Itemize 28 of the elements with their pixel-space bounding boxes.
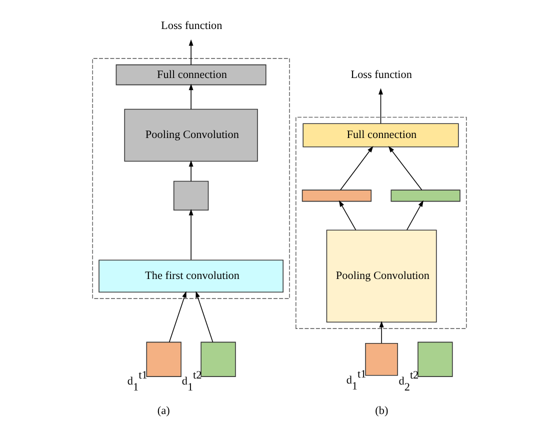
node-box xyxy=(146,342,182,377)
arrow xyxy=(388,146,422,190)
arrow xyxy=(196,291,214,342)
node-box xyxy=(365,342,398,376)
arrow xyxy=(168,291,186,342)
arrow xyxy=(188,39,194,66)
node-box: Full connection xyxy=(302,123,459,148)
arrow xyxy=(188,160,194,182)
arrow xyxy=(406,200,424,230)
arrow xyxy=(338,200,356,230)
arrow xyxy=(379,320,384,344)
node-text: Loss function xyxy=(350,68,412,81)
node-box xyxy=(200,342,236,377)
node-text: Loss function xyxy=(161,20,222,32)
node-bar xyxy=(390,190,460,202)
node-bar xyxy=(302,190,372,202)
node-box xyxy=(418,342,453,377)
arrow xyxy=(188,84,194,110)
node-box: Pooling Convolution xyxy=(326,230,437,323)
label: (b) xyxy=(375,404,388,417)
node-box: Full connection xyxy=(116,64,266,86)
label: (a) xyxy=(157,404,170,417)
arrow xyxy=(378,88,383,124)
arrow xyxy=(340,146,374,190)
node-box: The first convolution xyxy=(98,260,284,293)
node-box: Pooling Convolution xyxy=(124,108,258,162)
node-box xyxy=(173,180,209,210)
arrow xyxy=(188,208,194,260)
